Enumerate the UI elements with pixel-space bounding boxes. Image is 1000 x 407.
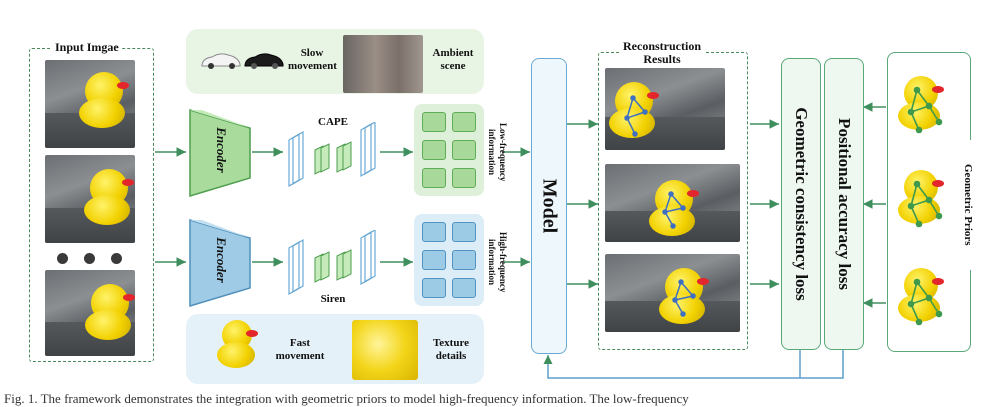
model-label: Model — [538, 178, 561, 234]
geometric-priors-label: Geometric Priors — [960, 140, 974, 270]
prior-duck-1 — [898, 76, 944, 130]
model-block: Model — [531, 58, 567, 354]
input-image-1 — [45, 60, 135, 148]
geometric-consistency-loss-block: Geometric consistency loss — [781, 58, 821, 350]
feedback-line — [543, 348, 844, 379]
encoder-top-label: Encoder — [214, 127, 229, 173]
positional-accuracy-loss-label: Positional accuracy loss — [835, 118, 854, 290]
encoder-bottom — [189, 218, 251, 308]
texture-details-label: Texture details — [432, 337, 470, 362]
slow-movement-label: Slow movement — [288, 47, 337, 72]
positional-accuracy-loss-block: Positional accuracy loss — [824, 58, 864, 350]
cape-label: CAPE — [318, 116, 348, 128]
input-image-3 — [45, 270, 135, 356]
car-icon — [244, 53, 284, 69]
feature-cell — [422, 250, 446, 270]
prior-duck-2 — [898, 170, 944, 224]
low-frequency-label: Low-frequency information — [487, 122, 508, 182]
high-frequency-label: High-frequency information — [487, 231, 508, 293]
feature-cell — [422, 278, 446, 298]
reconstruction-result-2 — [605, 164, 740, 242]
ellipsis-dot — [57, 253, 68, 264]
geometric-consistency-loss-label: Geometric consistency loss — [792, 107, 811, 301]
reconstruction-result-3 — [605, 254, 740, 332]
feature-cell — [452, 222, 476, 242]
feature-cell — [452, 140, 476, 160]
feature-cell — [422, 168, 446, 188]
duck-icon — [217, 320, 258, 368]
input-images-title: Input Imgae — [52, 40, 122, 55]
texture-details-image — [352, 320, 418, 380]
feature-cell — [422, 112, 446, 132]
ellipsis-dot — [84, 253, 95, 264]
ambient-scene-image — [343, 35, 423, 93]
figure-caption: Fig. 1. The framework demonstrates the i… — [4, 391, 689, 406]
feature-cell — [452, 112, 476, 132]
encoder-top — [189, 108, 251, 198]
fast-movement-label: Fast movement — [275, 337, 325, 362]
ambient-scene-label: Ambient scene — [432, 47, 474, 72]
cape-network — [288, 122, 376, 187]
siren-network — [288, 230, 376, 295]
encoder-bottom-label: Encoder — [214, 237, 229, 283]
input-image-2 — [45, 155, 135, 243]
feature-cell — [422, 140, 446, 160]
feature-cell — [452, 278, 476, 298]
reconstruction-title: Reconstruction Results — [620, 40, 704, 66]
feature-cell — [452, 168, 476, 188]
car-icon — [201, 53, 241, 69]
siren-label: Siren — [320, 293, 346, 305]
prior-skeletons — [907, 86, 943, 326]
prior-duck-3 — [898, 268, 944, 322]
ellipsis-dot — [111, 253, 122, 264]
reconstruction-result-1 — [605, 68, 725, 150]
feature-cell — [422, 222, 446, 242]
feature-cell — [452, 250, 476, 270]
